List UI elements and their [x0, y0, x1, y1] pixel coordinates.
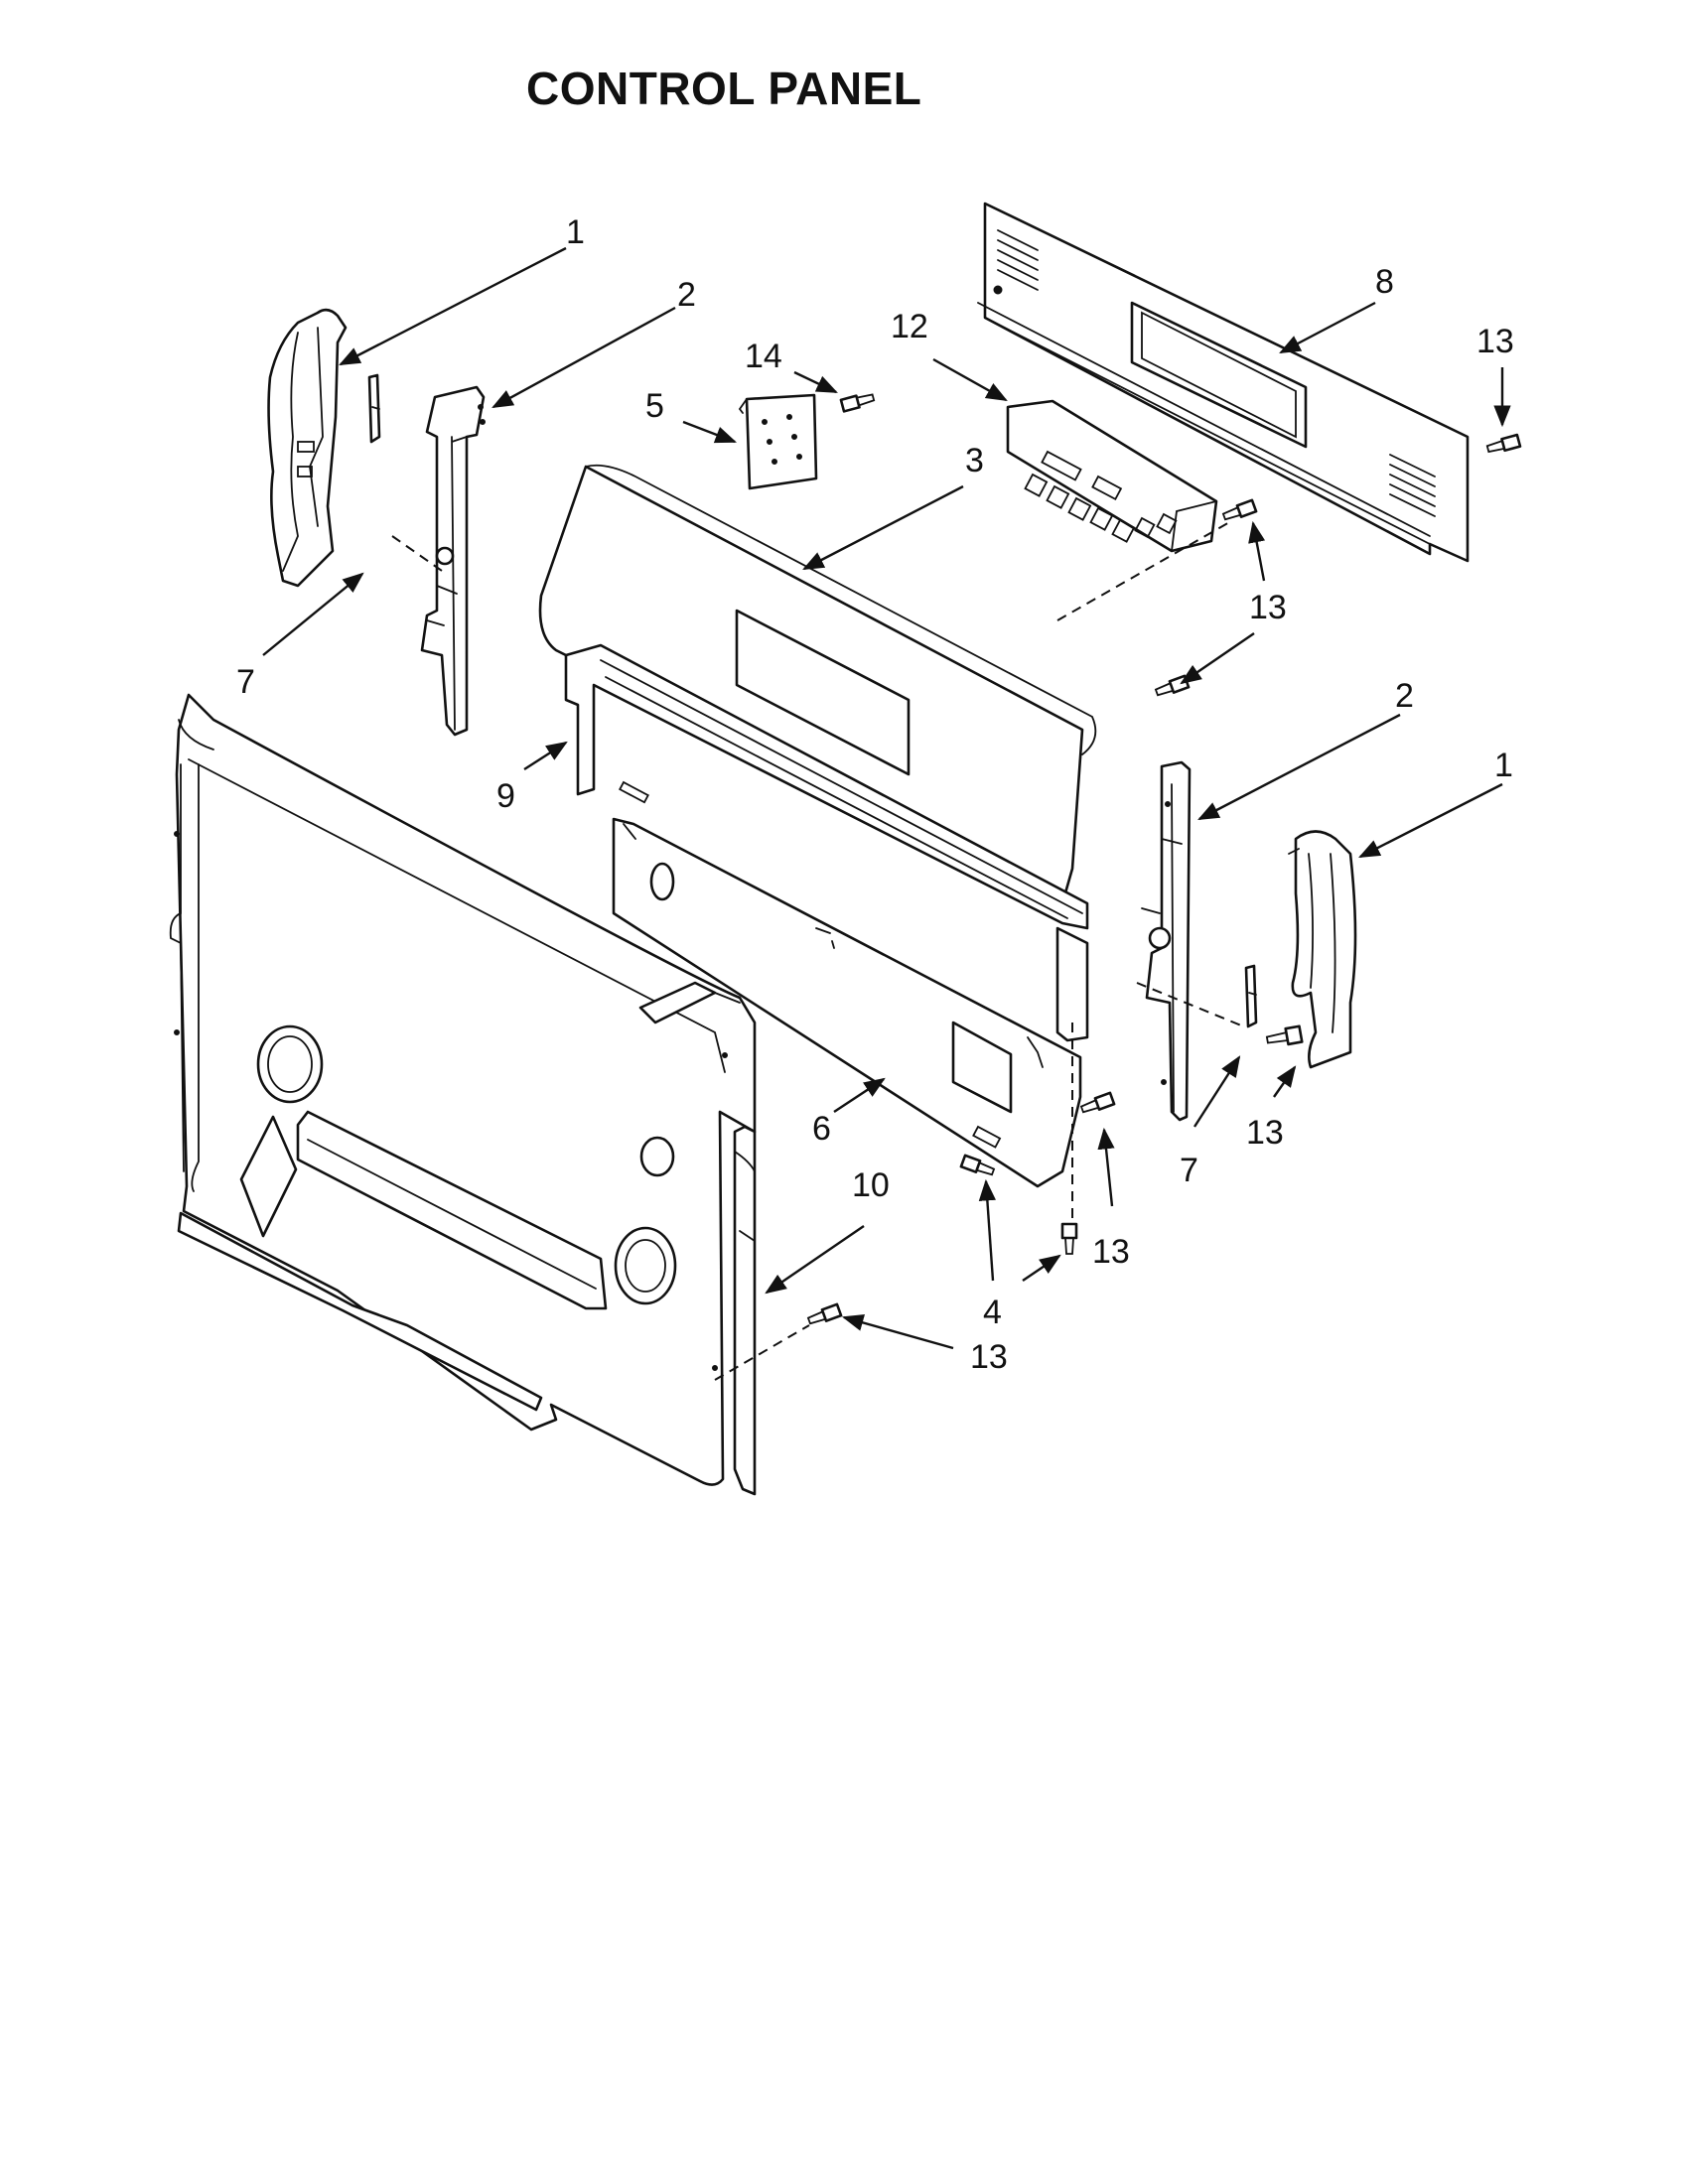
screw-14 [839, 393, 876, 413]
part-6-shield-panel [612, 817, 1082, 1188]
callout-9: 9 [496, 777, 515, 815]
screw-13-display [1221, 498, 1258, 521]
callout-12: 12 [891, 308, 928, 345]
callout-2-left: 2 [677, 276, 696, 314]
part-2-side-bracket-left [420, 385, 486, 737]
screw-13-backguard [806, 1302, 843, 1325]
part-8-rear-panel [977, 202, 1470, 563]
part-7-clip-left [367, 373, 381, 444]
leader-lines [262, 246, 1511, 1350]
callout-13-panel: 13 [1092, 1233, 1130, 1271]
part-5-circuit-board [738, 393, 818, 490]
callout-4: 4 [983, 1294, 1002, 1331]
callout-3: 3 [965, 442, 984, 479]
screw-13-panel [1079, 1091, 1116, 1114]
callout-14: 14 [745, 338, 782, 375]
callout-13-right-lower: 13 [1246, 1114, 1284, 1152]
callout-6: 6 [812, 1110, 831, 1148]
part-1-end-cap-left [267, 308, 348, 588]
screw-4-bottom [1060, 1222, 1078, 1255]
callout-1-left: 1 [566, 213, 585, 251]
callout-13-top-right: 13 [1476, 323, 1514, 360]
screw-13-top-right [1485, 433, 1522, 454]
callout-7-right: 7 [1180, 1152, 1198, 1189]
part-9-bracket [564, 643, 1089, 1042]
screw-13-housing [1154, 674, 1191, 697]
screw-13-right-lower [1265, 1024, 1304, 1046]
part-1-end-cap-right [1288, 830, 1357, 1069]
part-3-control-housing [538, 464, 1097, 905]
callout-13-display: 13 [1249, 589, 1287, 626]
callout-10: 10 [852, 1166, 890, 1204]
part-2-side-bracket-right [1141, 760, 1192, 1122]
part-12-control-display [1006, 399, 1218, 553]
part-10-backguard [169, 693, 757, 1496]
part-7-clip-right [1244, 964, 1258, 1028]
assembly-lines [391, 520, 1247, 1381]
diagram-title: CONTROL PANEL [526, 63, 922, 114]
callouts: 1 2 14 12 8 13 5 3 13 7 2 1 9 6 7 13 13 … [236, 213, 1514, 1376]
screw-4-left [959, 1154, 996, 1176]
callout-2-right: 2 [1395, 677, 1414, 715]
callout-13-backguard: 13 [970, 1338, 1008, 1376]
callout-5: 5 [645, 387, 664, 425]
callout-7-left: 7 [236, 663, 255, 701]
callout-8: 8 [1375, 263, 1394, 301]
callout-1-right: 1 [1494, 747, 1513, 784]
